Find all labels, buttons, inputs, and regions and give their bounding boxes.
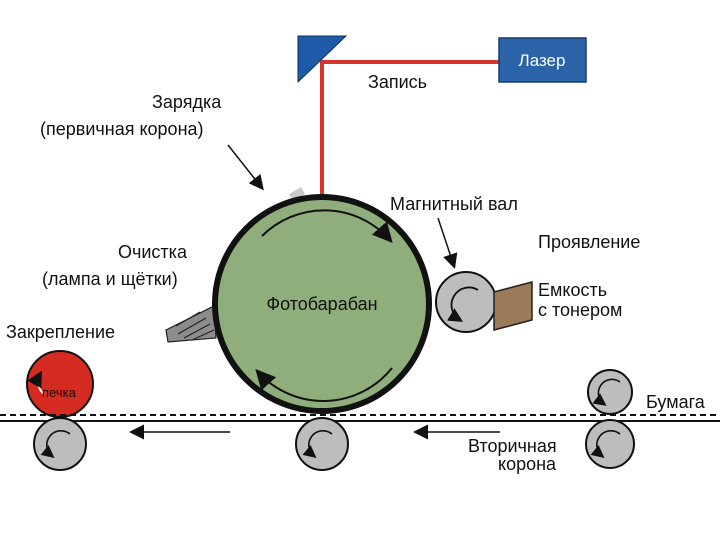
rotate-ccw-icon	[590, 430, 621, 459]
laser-beam	[320, 60, 500, 200]
rotate-ccw-icon	[40, 430, 71, 459]
secondary-corona-label-line1: Вторичная	[468, 436, 557, 456]
charge-pointer-arrow	[227, 144, 264, 191]
secondary-corona-label-line2: корона	[498, 454, 557, 474]
charge-sub-label: (первичная корона)	[40, 119, 204, 139]
primary-corona	[288, 187, 306, 201]
rotate-ccw-icon	[27, 370, 45, 395]
rotate-ccw-icon	[302, 430, 333, 459]
cleaning-label: Очистка	[118, 242, 188, 262]
oven-roller	[26, 350, 94, 418]
fixing-label: Закрепление	[6, 322, 115, 342]
drum-label: Фотобарабан	[266, 294, 377, 314]
laser-box	[498, 37, 587, 83]
magnetic-roller	[435, 271, 497, 333]
write-label: Запись	[368, 72, 427, 92]
mirror-triangle-icon	[297, 35, 348, 84]
paper-feed-roller-bottom	[585, 419, 635, 469]
fixing-bottom-roller	[33, 417, 87, 471]
drum-rotate-cw-icon-bottom	[255, 367, 393, 402]
oven-label: печка	[42, 385, 77, 400]
toner-label-line2: с тонером	[538, 300, 622, 320]
toner-container	[493, 281, 533, 331]
brush-icon	[165, 305, 217, 343]
rotate-ccw-icon	[447, 286, 479, 322]
rotate-ccw-icon	[592, 378, 621, 406]
magnetic-roller-label: Магнитный вал	[390, 194, 518, 214]
paper-feed-roller-top	[587, 369, 633, 415]
drum-rotate-cw-icon-top	[261, 209, 393, 243]
charge-label: Зарядка	[152, 92, 222, 112]
develop-label: Проявление	[538, 232, 640, 252]
laser-label: Лазер	[519, 51, 566, 70]
paper-label: Бумага	[646, 392, 706, 412]
secondary-corona-roller	[295, 417, 349, 471]
cleaning-sub-label: (лампа и щётки)	[42, 269, 178, 289]
photo-drum	[212, 194, 432, 414]
toner-label-line1: Емкость	[538, 280, 607, 300]
magnetic-roller-pointer-arrow	[437, 217, 458, 269]
